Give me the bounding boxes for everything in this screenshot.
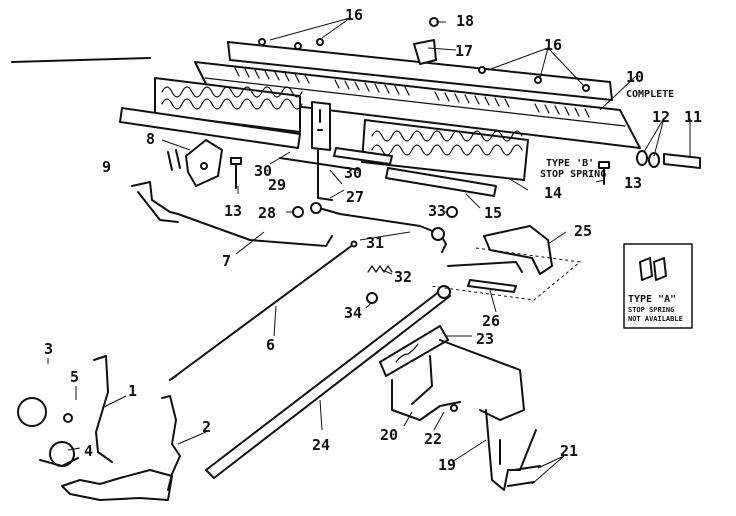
part-17-clip (413, 39, 437, 65)
callout-15: 15 (484, 204, 502, 222)
callout-7: 7 (222, 252, 231, 270)
callout-31: 31 (366, 234, 384, 252)
part-1 (93, 355, 113, 463)
type-b-note-line2: STOP SPRING (540, 169, 606, 180)
callout-33: 33 (428, 202, 446, 220)
callout-29: 29 (268, 176, 286, 194)
callout-20: 20 (380, 426, 398, 444)
callout-25: 25 (574, 222, 592, 240)
type-a-note-line1: TYPE "A" (628, 294, 676, 305)
callout-30b: 30 (344, 164, 362, 182)
callout-1: 1 (128, 382, 137, 400)
part-2 (161, 395, 181, 491)
part-26-pin (467, 279, 517, 293)
callout-24: 24 (312, 436, 330, 454)
callout-18: 18 (456, 12, 474, 30)
callout-32: 32 (394, 268, 412, 286)
callout-3: 3 (44, 340, 53, 358)
type-b-note-line1: TYPE 'B' (546, 158, 594, 169)
callout-14: 14 (544, 184, 562, 202)
callout-4: 4 (84, 442, 93, 460)
stray-mark (11, 57, 151, 63)
type-a-note-line3: NOT AVAILABLE (628, 315, 683, 323)
callout-30a: 30 (254, 162, 272, 180)
complete-note: COMPLETE (626, 89, 674, 100)
callout-12: 12 (652, 108, 670, 126)
callout-8: 8 (146, 130, 155, 148)
part-32-spring (367, 264, 393, 274)
callout-13a: 13 (224, 202, 242, 220)
callout-16a: 16 (345, 6, 363, 24)
callout-28: 28 (258, 204, 276, 222)
callout-6: 6 (266, 336, 275, 354)
callout-17: 17 (455, 42, 473, 60)
callout-26: 26 (482, 312, 500, 330)
callout-9: 9 (102, 158, 111, 176)
part-9 (167, 149, 181, 171)
callout-2: 2 (202, 418, 211, 436)
callout-11: 11 (684, 108, 702, 126)
part-23-block (379, 325, 449, 377)
part-6-rod (169, 243, 355, 381)
callout-21: 21 (560, 442, 578, 460)
callout-22: 22 (424, 430, 442, 448)
callout-16b: 16 (544, 36, 562, 54)
callout-19: 19 (438, 456, 456, 474)
callout-5: 5 (70, 368, 79, 386)
part-10-rail-assembly (194, 38, 641, 149)
part-30-right-bar (333, 147, 393, 165)
leader-lines (47, 17, 691, 485)
part-27-29-bracket (279, 101, 361, 201)
callout-23: 23 (476, 330, 494, 348)
part-30-left-bar (119, 107, 301, 149)
type-a-note-line2: STOP SPRING (628, 306, 674, 314)
part-19 (485, 409, 537, 491)
part-20-22-bracket (391, 339, 525, 421)
part-28-screw (292, 206, 304, 218)
type-a-inset (623, 243, 693, 329)
part-33-screw (446, 206, 458, 218)
part-25-bracket (483, 225, 553, 275)
part-15-bar (385, 167, 497, 197)
callout-27-label: 27 (346, 188, 364, 206)
part-3-4 (17, 397, 79, 467)
part-7-lever (131, 181, 333, 247)
callout-13b: 13 (624, 174, 642, 192)
part-21-screws (507, 465, 541, 487)
part-31-lever (311, 205, 447, 253)
part-34-washer (366, 292, 378, 304)
callout-labels: 16 18 17 16 10 COMPLETE 11 12 13 TYPE 'B… (44, 6, 702, 474)
lower-bracket (61, 469, 173, 501)
part-14-right-spring-block (361, 119, 529, 181)
callout-34: 34 (344, 304, 362, 322)
callout-10: 10 (626, 68, 644, 86)
part-11-12-bolt (636, 150, 701, 169)
